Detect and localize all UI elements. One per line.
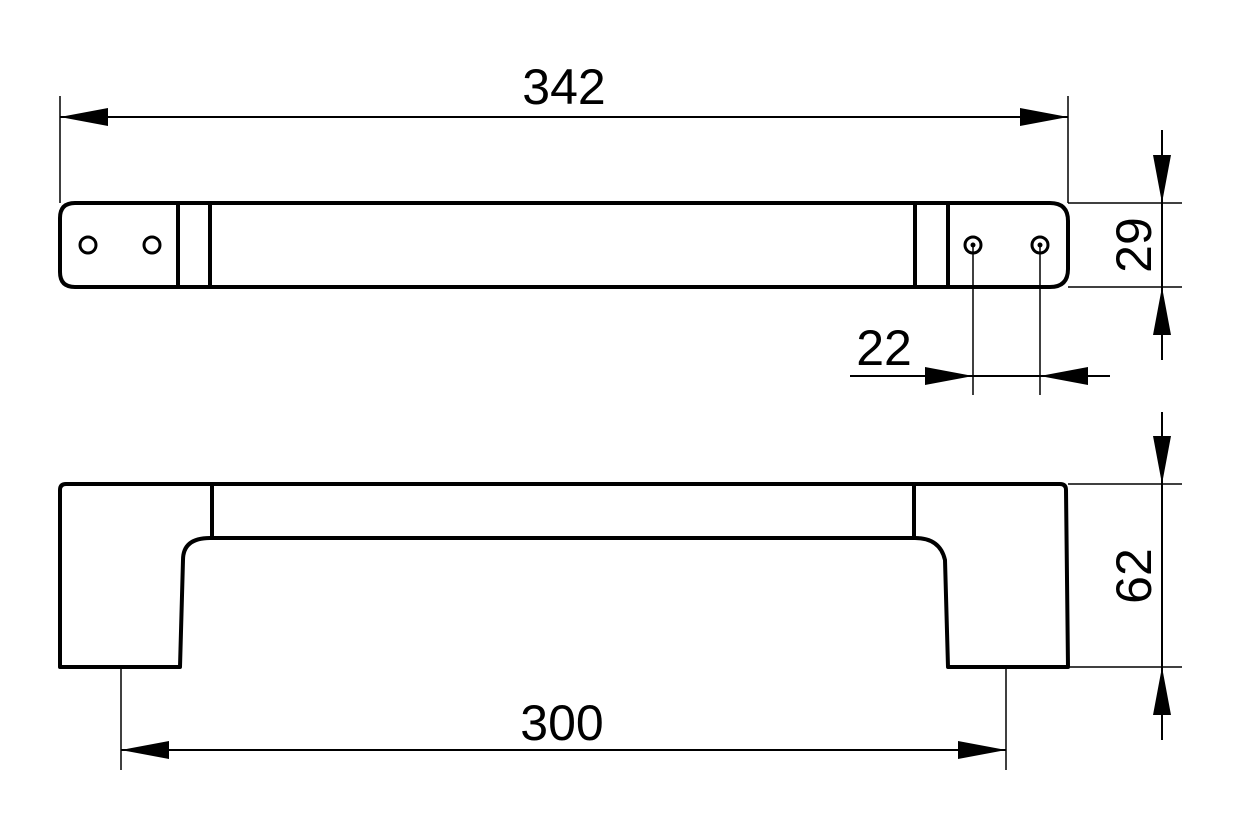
dimension-height-top-view: 29 [1068, 130, 1182, 360]
dimension-height-side-view: 62 [1068, 412, 1182, 740]
top-view-right-block [946, 201, 1070, 289]
top-view [58, 201, 1070, 289]
side-view [58, 482, 1070, 669]
top-view-left-block [58, 201, 180, 289]
dimension-mount-spacing: 300 [120, 667, 1007, 770]
dimension-hole-spacing: 22 [850, 245, 1110, 395]
dimension-label-29: 29 [1106, 217, 1162, 273]
hole [78, 235, 98, 255]
dimension-label-22: 22 [856, 320, 912, 376]
hole [142, 235, 162, 255]
dimension-label-300: 300 [520, 695, 603, 751]
dimension-overall-length: 342 [59, 59, 1069, 203]
dimension-label-62: 62 [1106, 548, 1162, 604]
side-view-outline [58, 482, 1070, 669]
dimension-label-342: 342 [522, 59, 605, 115]
